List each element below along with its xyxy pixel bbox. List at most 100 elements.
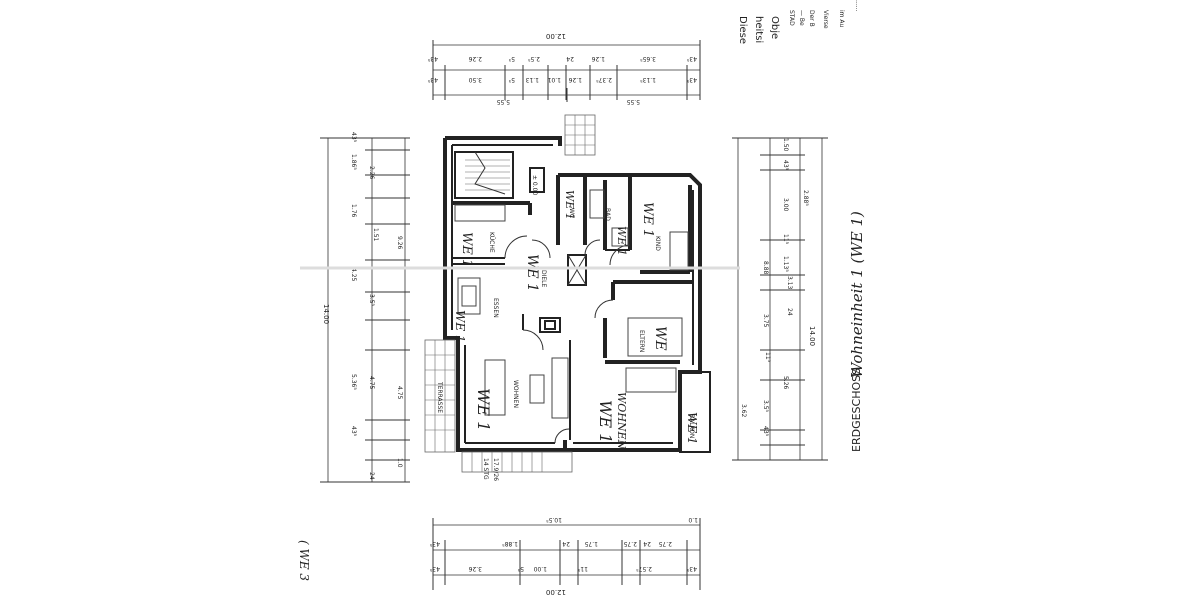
right-total-dim: 14.00 (808, 326, 816, 346)
left-dimension-chain: 14.00 43⁵ 1.86⁵ 2.26 9.26 4.75 1.0 1.76 … (320, 132, 410, 483)
dim-label: 1.0 (688, 516, 698, 523)
dim-label: 1.01 (547, 76, 561, 83)
dim-label: 8.88 (762, 261, 769, 275)
dim-label: 2.75 (658, 540, 672, 547)
bottom-dimension-chain: 12.00 1.0 10.5⁵ 43⁵ 1.88⁵ 24 1.75 2.75 2… (429, 516, 701, 596)
door-swings (504, 235, 631, 444)
dim-label: 2.26 (368, 166, 375, 180)
we-mark-wohnzimmer: WE 1 (596, 400, 615, 443)
room-labels: KÜCHE ESSEN WOHNEN DIELE BAD WC KIND ELT… (436, 208, 695, 481)
dim-label: 3.50 (468, 76, 482, 83)
dim-label: 3.75 (762, 314, 769, 328)
dim-label: 43⁵ (686, 565, 697, 572)
corner-text-line: ...... (854, 0, 861, 12)
dim-label: 43⁵ (782, 160, 789, 171)
dim-label: 3.65⁵ (640, 55, 656, 62)
right-dimension-chain: 14.00 1.50 43⁵ 2.88⁵ 3.00 11⁵ 8.88 1.13⁵… (732, 137, 828, 461)
corner-text-line: Diese (737, 16, 748, 44)
dim-label: 2.75 (623, 540, 637, 547)
dim-label: 1.13⁵ (640, 76, 656, 83)
we-mark-eltern: WE (652, 326, 668, 351)
title-block: ERDGESCHOSS Wohneinheit 1 (WE 1) ( WE 3 (297, 211, 866, 581)
dim-label: 43⁵ (427, 55, 438, 62)
dim-label: 5⁵ (517, 565, 524, 572)
room-label-kind: KIND (654, 236, 661, 251)
dim-label: 1.75 (584, 540, 598, 547)
dim-label: 24 (566, 55, 574, 62)
corner-text-line: Vierse (822, 10, 829, 29)
dim-label: 43⁵ (686, 55, 697, 62)
room-label-balkon: BALKON (688, 414, 695, 438)
corner-text-line: heitsi (753, 16, 764, 43)
dim-label: 5.55 (496, 98, 510, 105)
dim-label: 3.62 (740, 404, 747, 418)
dim-label: 3.00 (782, 198, 789, 212)
dim-label: 1.86⁵ (350, 154, 357, 170)
dim-label: 4.25 (350, 268, 357, 282)
dim-label: 1.88⁵ (502, 540, 518, 547)
dim-label: 43⁵ (429, 540, 440, 547)
we-mark-bad: WE 1 (615, 226, 628, 256)
room-label-eltern: ELTERN (638, 330, 645, 352)
dim-label: 24 (786, 308, 793, 316)
dim-label: 2.5⁵ (527, 55, 540, 62)
room-label-wohnen: WOHNEN (512, 380, 519, 408)
dim-label: 43⁵ (350, 426, 357, 437)
corner-text-line: Der B (808, 10, 815, 27)
dim-label: 2.26 (468, 55, 482, 62)
dim-label: 5.36⁵ (350, 374, 357, 390)
dim-label: 24 (562, 540, 570, 547)
level-mark: ± 0.00 (531, 175, 538, 195)
dim-label: 1.0 (396, 458, 403, 468)
dim-label: 5.26 (782, 376, 789, 390)
corner-text-line: — Be (798, 10, 805, 26)
dim-label: 43⁵ (686, 76, 697, 83)
terrace-hatching (424, 114, 596, 473)
room-label-wc: WC (568, 208, 575, 218)
dim-label: 2.57⁵ (636, 565, 652, 572)
we-mark-kind: WE 1 (640, 202, 655, 237)
dim-label: 5.55 (626, 98, 640, 105)
we-mark-kueche: WE 1 (459, 232, 474, 267)
dim-label: 2.37⁵ (596, 76, 612, 83)
interior-walls (452, 151, 711, 453)
dim-label: 1.51 (372, 228, 379, 242)
dim-label: 1.76 (350, 204, 357, 218)
room-label-terrasse: TERRASSE (436, 381, 443, 413)
dim-label: 24 (643, 540, 651, 547)
we-mark-wc: WE 1 (563, 190, 576, 220)
we-mark-diele: WE 1 (524, 254, 540, 292)
dim-label: 3.26 (468, 565, 482, 572)
we-mark-essen: WE 1 (453, 310, 467, 343)
dim-label: 4.75 (368, 376, 375, 390)
dim-label: 1.26 (591, 55, 605, 62)
plan-title: ERDGESCHOSS (850, 368, 863, 452)
corner-text-line: STAD (788, 10, 795, 26)
dim-label: 4.75 (396, 386, 403, 400)
dim-label: 2.88⁵ (802, 190, 809, 206)
room-label-diele: DIELE (540, 270, 547, 288)
corner-text-line: im Au (838, 10, 845, 28)
dim-label: 3.5⁵ (762, 400, 769, 413)
corner-text: Diese heitsi Obje STAD — Be Der B Vierse… (737, 0, 861, 44)
staircase: ± 0.00 (465, 151, 545, 195)
we-mark-wohnen-hand: WOHNEN (615, 392, 628, 450)
dim-label: 3.5⁵ (368, 294, 375, 307)
room-label-essen: ESSEN (492, 298, 499, 318)
dim-label: 5⁵ (508, 76, 515, 83)
room-label-bad: BAD (604, 208, 611, 221)
dim-label: 10.5⁵ (546, 516, 562, 523)
we-marks: WE 1 WE 1 WE 1 WE 1 WE 1 WE 1 WE 1 WE WE… (453, 190, 699, 450)
we-mark-balkon: WE 1 (685, 412, 699, 445)
dim-label: 43⁵ (427, 76, 438, 83)
dim-label: 43⁵ (350, 132, 357, 143)
left-total-dim: 14.00 (322, 304, 330, 324)
dim-label: 9.26 (396, 236, 403, 250)
dim-label: 11⁵ (782, 234, 789, 245)
bottom-total-dim: 12.00 (546, 588, 566, 596)
dim-label: 43⁵ (429, 565, 440, 572)
dim-label: 11⁵ (764, 352, 771, 363)
dim-label: 5⁵ (508, 55, 515, 62)
dim-label: 1.13 (525, 76, 539, 83)
